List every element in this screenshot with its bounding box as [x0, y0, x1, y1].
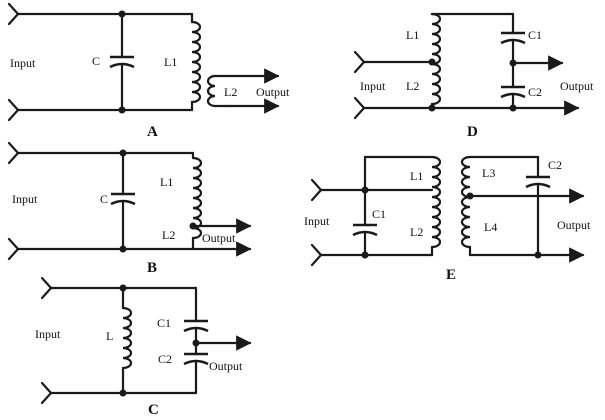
node: [119, 389, 127, 397]
coil-l-label: L: [106, 329, 113, 343]
input-terminal-top: [310, 178, 323, 202]
capacitor-c1-label: C1: [528, 28, 542, 42]
output-label: Output: [256, 85, 290, 99]
input-terminal-top: [7, 141, 20, 165]
caption-a: A: [147, 124, 158, 140]
input-terminal-bottom: [7, 98, 20, 122]
coil-l2-label: L2: [224, 85, 237, 99]
input-label: Input: [10, 56, 36, 70]
input-label: Input: [360, 79, 386, 93]
coil-l2-label: L2: [406, 79, 419, 93]
capacitor-c2-label: C2: [528, 85, 542, 99]
circuit-b: Input C L1 L2 Output B: [7, 141, 252, 276]
caption-d: D: [467, 124, 478, 140]
input-terminal-top: [7, 2, 20, 26]
caption-c: C: [148, 402, 159, 418]
input-terminal-bottom: [40, 381, 53, 405]
circuit-d: L1 L2 Input C1 C2 Output D: [353, 12, 594, 140]
output-label: Output: [209, 359, 243, 373]
caption-b: B: [147, 260, 157, 276]
input-label: Input: [12, 192, 38, 206]
capacitor-c1: [500, 12, 526, 89]
capacitor-c2: [183, 346, 209, 395]
node: [534, 251, 542, 259]
node: [428, 104, 436, 112]
input-terminal-top: [353, 50, 366, 74]
coil-l2-label: L2: [162, 228, 175, 242]
coil-l1-label: L1: [410, 169, 423, 183]
coil-l1-label: L1: [160, 175, 173, 189]
circuit-c: Input L C1 C2 Output C: [35, 276, 252, 418]
node: [118, 106, 126, 114]
capacitor-c2-label: C2: [548, 158, 562, 172]
capacitor-c: [109, 12, 135, 112]
capacitor-label: C: [92, 54, 100, 68]
input-terminal-bottom: [353, 96, 366, 120]
tap-node: [192, 339, 200, 347]
node: [509, 104, 517, 112]
coil-l1-l2: [430, 155, 442, 257]
coil-l1-l2: [191, 151, 203, 251]
capacitor-c1-label: C1: [157, 316, 171, 330]
input-terminal-bottom: [7, 237, 20, 261]
coil-l1-label: L1: [406, 28, 419, 42]
output-label: Output: [560, 79, 594, 93]
coil-l2-label: L2: [410, 225, 423, 239]
node: [119, 149, 127, 157]
coil-l2: [206, 68, 280, 114]
capacitor-c1: [183, 286, 209, 350]
input-terminal-bottom: [310, 243, 323, 267]
tap-node: [189, 222, 197, 230]
output-label: Output: [557, 218, 591, 232]
circuit-e: Input C1 L1 L2 L3 L4 C2 Output E: [304, 155, 591, 283]
capacitor-c1-label: C1: [372, 207, 386, 221]
input-label: Input: [304, 214, 330, 228]
coil-l3-label: L3: [482, 166, 495, 180]
capacitor-c: [110, 151, 136, 251]
coil-l1: [190, 12, 202, 112]
capacitor-c2: [525, 155, 551, 257]
coil-l1-label: L1: [164, 55, 177, 69]
node: [509, 59, 517, 67]
node: [119, 245, 127, 253]
node: [119, 284, 127, 292]
tap-node: [428, 58, 436, 66]
tap-node: [466, 192, 474, 200]
input-terminal-top: [40, 276, 53, 300]
capacitor-label: C: [100, 192, 108, 206]
circuit-a: Input C L1 L2 Output A: [7, 2, 290, 140]
coil-l3-l4: [460, 155, 472, 257]
output-label: Output: [202, 231, 236, 245]
capacitor-c1: [352, 155, 378, 257]
capacitor-c2-label: C2: [158, 352, 172, 366]
coil-l4-label: L4: [484, 220, 497, 234]
coil-l: [121, 286, 133, 395]
node: [361, 186, 369, 194]
caption-e: E: [446, 267, 456, 283]
node: [361, 251, 369, 259]
node: [118, 10, 126, 18]
input-label: Input: [35, 327, 61, 341]
